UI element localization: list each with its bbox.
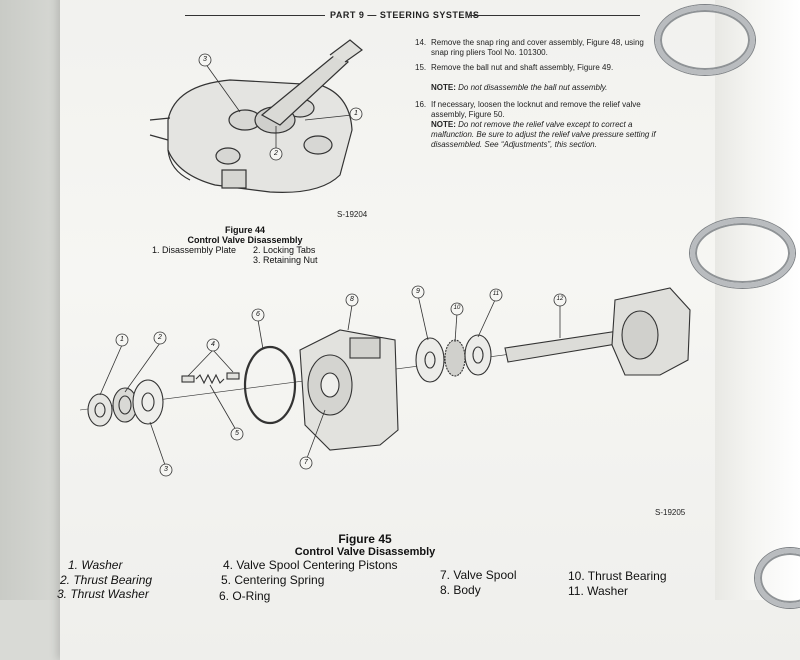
figure45-title: Control Valve Disassembly [294,546,436,558]
figure45-legend-11: 11. Washer [568,584,629,598]
fig45-callout-1: 1 [120,336,124,343]
fig45-callout-4: 4 [211,341,215,348]
figure44-code: S-19204 [337,210,368,219]
fig45-callout-11: 11 [492,291,500,297]
figure44-title: Control Valve Disassembly [187,235,303,245]
figure45-drawing [79,287,691,451]
figure45-number: Figure 45 [338,532,392,546]
fig45-callout-5: 5 [235,430,239,437]
header-rule-right [470,15,640,16]
fig45-callout-7: 7 [304,459,308,466]
figure44-legend-2: 2. Locking Tabs [253,245,316,255]
fig44-callout-3: 3 [203,56,207,63]
figure45-code: S-19205 [655,508,686,517]
fig45-callout-2: 2 [158,334,162,341]
figure45-legend-6: 6. O-Ring [219,589,271,603]
illustrations [79,39,691,466]
figure45-callout-circles [115,285,567,477]
fig44-callout-1: 1 [354,110,358,117]
fig45-callout-6: 6 [256,311,260,318]
fig45-callout-8: 8 [350,296,354,303]
figure45-legend-3: 3. Thrust Washer [57,587,149,601]
page-stack-edge [715,0,800,600]
binder-ring-top [655,5,755,75]
fig45-callout-10: 10 [453,305,461,311]
figure45-legend-5: 5. Centering Spring [221,573,325,587]
figure44-callouts [198,53,363,161]
fig45-callout-3: 3 [164,466,168,473]
header-rule-left [185,15,325,16]
figure45-legend-10: 10. Thrust Bearing [568,569,667,583]
figure44-legend-3: 3. Retaining Nut [253,255,318,265]
fig44-callout-2: 2 [274,150,278,157]
section-header: PART 9 — STEERING SYSTEMS [330,10,480,20]
figure44-drawing [149,39,363,193]
fig45-callout-12: 12 [556,296,564,302]
figure44-legend-1: 1. Disassembly Plate [152,245,237,255]
figure44-number: Figure 44 [224,225,265,235]
figure45-legend-4: 4. Valve Spool Centering Pistons [223,558,398,572]
figure45-legend-8: 8. Body [440,583,481,597]
figure45-legend-7: 7. Valve Spool [440,568,517,582]
figure45-legend-2: 2. Thrust Bearing [60,573,153,587]
fig45-callout-9: 9 [416,288,420,295]
figure45-legend-1: 1. Washer [68,558,123,572]
binder-ring-middle [690,218,795,288]
